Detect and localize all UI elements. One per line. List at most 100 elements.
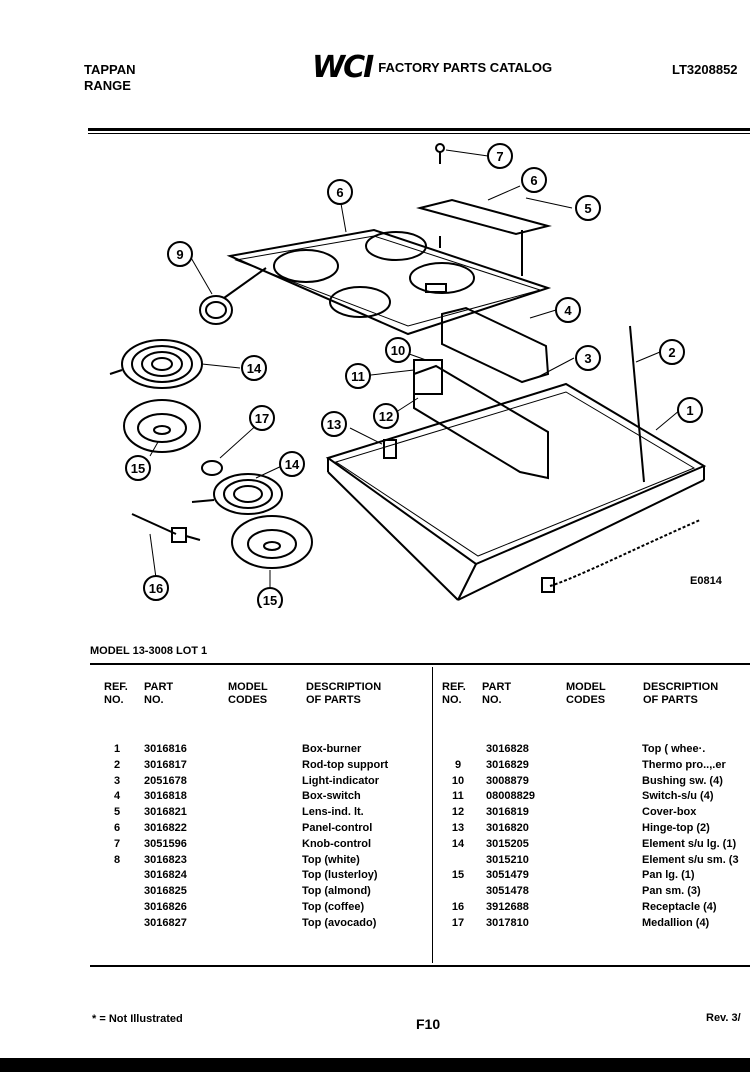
svg-text:14: 14 — [285, 457, 300, 472]
callout-11: 11 — [345, 363, 371, 389]
revision: Rev. 3/ — [706, 1012, 741, 1024]
table-cell — [446, 853, 470, 869]
exploded-parts-diagram: 1 2 3 4 5 6 6 7 9 10 11 12 13 14 14 15 1… — [109, 143, 723, 608]
svg-text:14: 14 — [247, 361, 262, 376]
cooktop-panel — [226, 228, 552, 336]
table-cell: 7 — [114, 837, 121, 850]
power-cord — [549, 519, 701, 587]
callout-15: 15 — [125, 455, 151, 481]
table-cell: Top (lusterloy) — [302, 869, 378, 882]
table-bottom-rule — [90, 965, 750, 967]
catalog-number: LT3208852 — [672, 62, 738, 77]
screw-part — [435, 143, 445, 153]
table-cell: Thermo pro..,.er — [642, 758, 726, 771]
table-cell: 3016820 — [486, 821, 529, 834]
table-cell: Box-burner — [302, 743, 362, 755]
model-line: MODEL 13-3008 LOT 1 — [90, 645, 208, 657]
callout-16: 16 — [143, 575, 169, 601]
table-cell: Top (white) — [302, 853, 360, 866]
table-cell — [446, 884, 470, 900]
callout-14b: 14 — [279, 451, 305, 477]
table-cell — [114, 900, 120, 916]
callout-6b: 6 — [327, 179, 353, 205]
table-top-rule — [90, 663, 750, 665]
table-cell: 3016823 — [144, 853, 187, 866]
table-cell: 3016827 — [144, 916, 187, 929]
table-cell: Knob-control — [302, 837, 372, 850]
table-cell: 3016829 — [486, 758, 529, 771]
table-cell: Medallion (4) — [642, 916, 710, 929]
table-cell: 2 — [114, 758, 121, 771]
callout-17: 17 — [249, 405, 275, 431]
svg-text:11: 11 — [351, 369, 365, 384]
control-knob — [199, 267, 267, 325]
table-cell: 3008879 — [486, 774, 529, 787]
svg-text:15: 15 — [263, 593, 277, 608]
lower-pan — [325, 382, 707, 601]
table-cell: Cover-box — [642, 806, 697, 819]
callout-2: 2 — [659, 339, 685, 365]
table-cell: Hinge-top (2) — [642, 821, 710, 834]
table-cell: 3015205 — [486, 837, 529, 850]
table-cell: 15 — [451, 869, 465, 882]
surface-element-large — [109, 339, 203, 389]
table-cell: 3051596 — [144, 837, 187, 850]
catalog-title: FACTORY PARTS CATALOG — [378, 60, 553, 75]
table-cell: Pan lg. (1) — [642, 869, 695, 882]
table-cell: Box-switch — [302, 790, 361, 803]
table-cell: 1 — [114, 743, 121, 755]
hinge-part — [383, 439, 397, 459]
switch-box — [441, 306, 550, 384]
callout-4: 4 — [555, 297, 581, 323]
table-cell: 3016818 — [144, 790, 187, 803]
svg-text:6: 6 — [530, 173, 537, 188]
table-divider — [432, 667, 433, 963]
drip-pan-small — [231, 515, 313, 569]
table-cell: 6 — [114, 821, 121, 834]
table-cell — [446, 742, 470, 758]
header-ref-no-right: REF.NO. — [442, 681, 466, 706]
table-cell: Top (almond) — [302, 885, 371, 898]
svg-text:16: 16 — [149, 581, 163, 596]
table-cell: 17 — [451, 916, 465, 929]
receptacle-part — [131, 513, 201, 543]
callout-15b: 15 — [257, 587, 283, 608]
svg-text:7: 7 — [496, 149, 503, 164]
footnote: * = Not Illustrated — [92, 1013, 183, 1025]
table-cell: 14 — [451, 837, 465, 850]
table-cell: 11 — [452, 790, 464, 803]
callout-9: 9 — [167, 241, 193, 267]
table-cell: 16 — [451, 900, 465, 913]
table-cell: Rod-top support — [302, 758, 389, 771]
table-cell: 08008829 — [486, 790, 535, 803]
svg-text:10: 10 — [391, 343, 405, 358]
table-cell: 3016825 — [144, 885, 187, 898]
svg-text:12: 12 — [379, 409, 393, 424]
product-type: RANGE — [84, 78, 131, 93]
table-cell: Top ( whee·. — [642, 743, 706, 755]
table-cell: 3015210 — [486, 853, 529, 866]
callout-13: 13 — [321, 411, 347, 437]
table-cell: 9 — [454, 758, 462, 771]
table-cell: Pan sm. (3) — [642, 885, 701, 898]
header-rule-thin — [88, 133, 750, 134]
callout-6: 6 — [521, 167, 547, 193]
table-cell: 13 — [451, 821, 465, 834]
header-ref-no: REF.NO. — [104, 681, 128, 706]
table-cell: 3016824 — [144, 869, 187, 882]
table-cell: Element s/u lg. (1) — [642, 837, 737, 850]
table-cell: Switch-s/u (4) — [642, 790, 714, 803]
table-cell: 5 — [114, 806, 121, 819]
table-cell: Receptacle (4) — [642, 900, 717, 913]
table-cell: 3016819 — [486, 806, 529, 819]
brand-name: TAPPAN — [84, 62, 136, 77]
svg-text:9: 9 — [176, 247, 183, 262]
